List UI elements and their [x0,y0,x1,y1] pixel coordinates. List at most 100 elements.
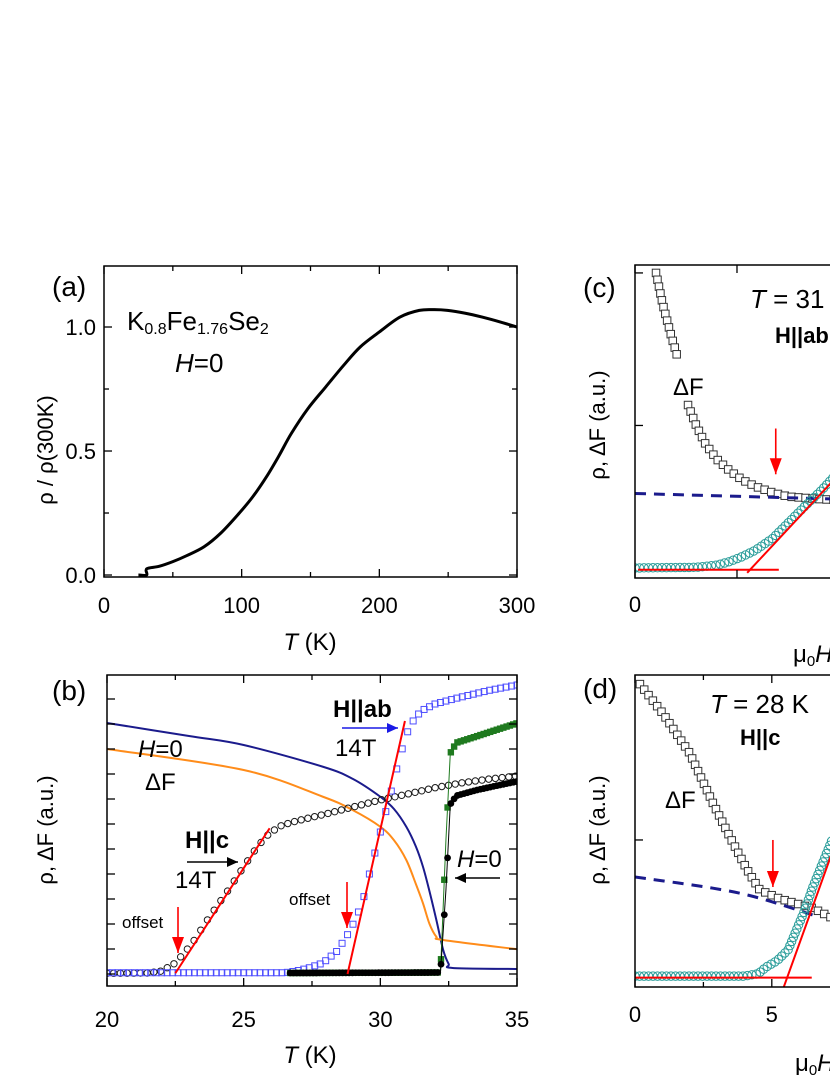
x-axis-title: μ0H [793,641,830,670]
text-segment: (K) [298,629,337,656]
fit-line [782,855,830,987]
data-point [324,809,332,818]
data-point [278,969,286,977]
data-point [639,971,649,981]
data-point [467,735,474,742]
data-point [728,555,738,565]
arrow-head [172,937,184,953]
data-point [469,690,477,698]
annotation: ΔF [145,769,176,796]
data-point [709,450,718,459]
data-point [152,969,160,977]
data-point [471,777,480,785]
data-point [333,948,341,955]
data-point [503,723,510,730]
text-segment: ρ, ΔF (a.u.) [33,775,58,884]
data-point [304,814,312,822]
x-tick-label: 0 [629,1002,641,1027]
data-point [679,562,690,573]
data-point [338,939,346,947]
data-point [713,455,723,465]
y-tick-label: 0.5 [65,439,96,464]
data-point [497,684,505,692]
series-2 [635,836,830,981]
text-segment: H||c [740,725,780,750]
series-5 [286,778,517,977]
data-point [724,971,735,981]
arrow-head [341,912,353,928]
data-point [163,969,171,977]
data-point [391,793,399,801]
data-point [207,969,215,977]
data-point [675,971,685,981]
data-point [478,776,486,784]
data-point [513,778,517,786]
data-point [661,971,672,981]
data-point [505,773,513,781]
data-point [805,890,815,901]
data-point [491,774,500,783]
text-segment: ρ, ΔF (a.u.) [585,370,610,479]
data-point [795,915,806,926]
annotation: T = 28 K [710,689,810,719]
text-segment: 14T [335,735,377,762]
data-point [351,802,359,811]
data-point [480,730,487,738]
text-segment: T [283,629,300,656]
fit-line [174,827,271,974]
data-point [767,533,778,544]
data-point [718,460,728,470]
data-point [715,971,726,981]
text-segment: T [710,689,728,719]
text-segment: μ [793,641,807,668]
data-point [458,779,466,787]
x-axis-title: T (K) [283,1042,336,1069]
data-point [442,697,450,705]
data-point [108,969,116,977]
fit-line [746,482,830,574]
curve [107,748,517,951]
text-segment: offset [289,890,331,909]
data-point [317,811,325,819]
data-point [799,907,809,918]
data-point [732,553,743,564]
data-point [688,971,699,981]
annotation: 14T [335,735,377,762]
data-point [180,969,188,977]
data-point [431,700,439,708]
data-point [397,791,406,800]
data-point [773,954,784,964]
data-point [310,812,319,821]
curve [138,308,517,577]
x-tick-label: 20 [95,1007,119,1032]
data-point [163,964,171,972]
data-point [170,960,178,968]
data-point [337,806,346,814]
panel-label: (d) [583,673,617,704]
data-point [498,773,506,782]
data-point [785,940,795,951]
annotation: H=0 [138,736,183,763]
panel-label: (b) [52,675,86,706]
data-point [434,969,442,976]
series-4 [782,855,830,987]
series-0 [651,268,681,359]
data-point [457,738,464,745]
data-point [816,861,827,871]
data-point [438,782,446,791]
data-point [450,743,458,750]
text-segment: K [127,306,145,336]
data-point [229,969,237,977]
data-point [496,725,504,732]
x-tick-label: 0 [98,593,110,618]
data-point [185,969,193,977]
data-point [733,971,744,981]
data-point [464,778,473,786]
text-segment: H||ab [333,696,392,723]
text-segment: Se [228,306,260,336]
data-point [344,804,352,812]
data-point [738,971,748,981]
data-point [284,819,292,828]
annotation: H||ab [775,323,829,348]
